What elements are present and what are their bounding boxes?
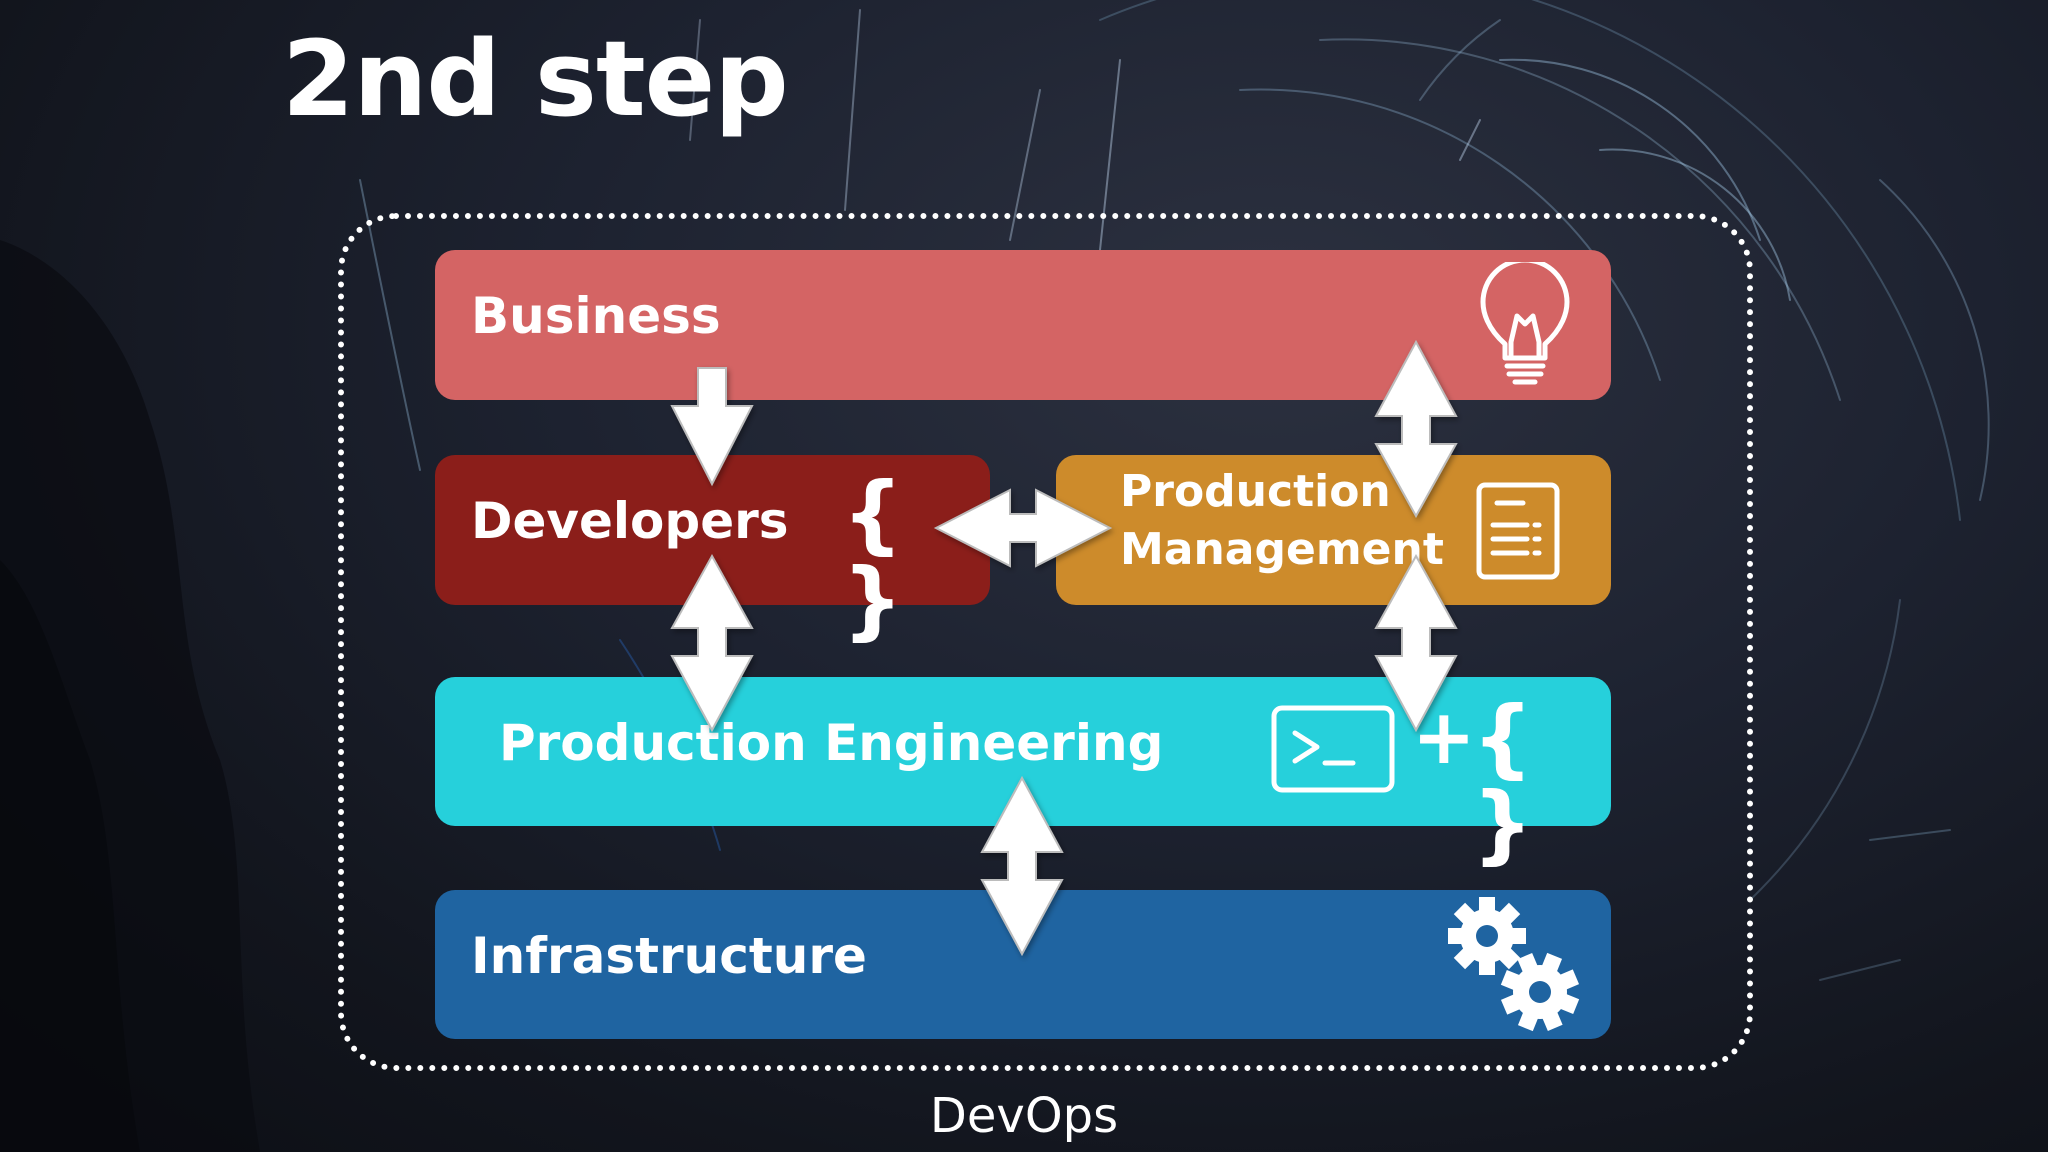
document-icon xyxy=(1476,482,1560,580)
production-engineering-label: Production Engineering xyxy=(499,714,1164,772)
business-label: Business xyxy=(471,287,721,345)
production-management-layer: Production Management xyxy=(1056,455,1611,605)
arrow-developers-production-management xyxy=(933,488,1113,568)
lightbulb-icon xyxy=(1480,262,1570,385)
devops-label: DevOps xyxy=(929,1088,1119,1144)
arrow-business-production-management xyxy=(1374,339,1458,519)
slide-title: 2nd step xyxy=(282,18,789,140)
arrow-developers-production-engineering xyxy=(670,553,754,733)
curly-braces-icon: { } xyxy=(842,464,904,650)
arrow-production-engineering-infrastructure xyxy=(980,775,1064,957)
devops-frame xyxy=(338,213,1753,1071)
arrow-business-to-developers xyxy=(670,367,754,487)
terminal-icon xyxy=(1271,705,1395,793)
infrastructure-label: Infrastructure xyxy=(471,927,867,985)
production-management-label-line2: Management xyxy=(1120,524,1444,575)
gears-icon xyxy=(1448,897,1580,1032)
developers-label: Developers xyxy=(471,492,789,550)
production-management-label-line1: Production xyxy=(1120,466,1391,517)
arrow-production-management-production-engineering xyxy=(1374,553,1458,733)
curly-braces-icon: { } xyxy=(1472,688,1534,874)
developers-layer: Developers { } xyxy=(435,455,990,643)
